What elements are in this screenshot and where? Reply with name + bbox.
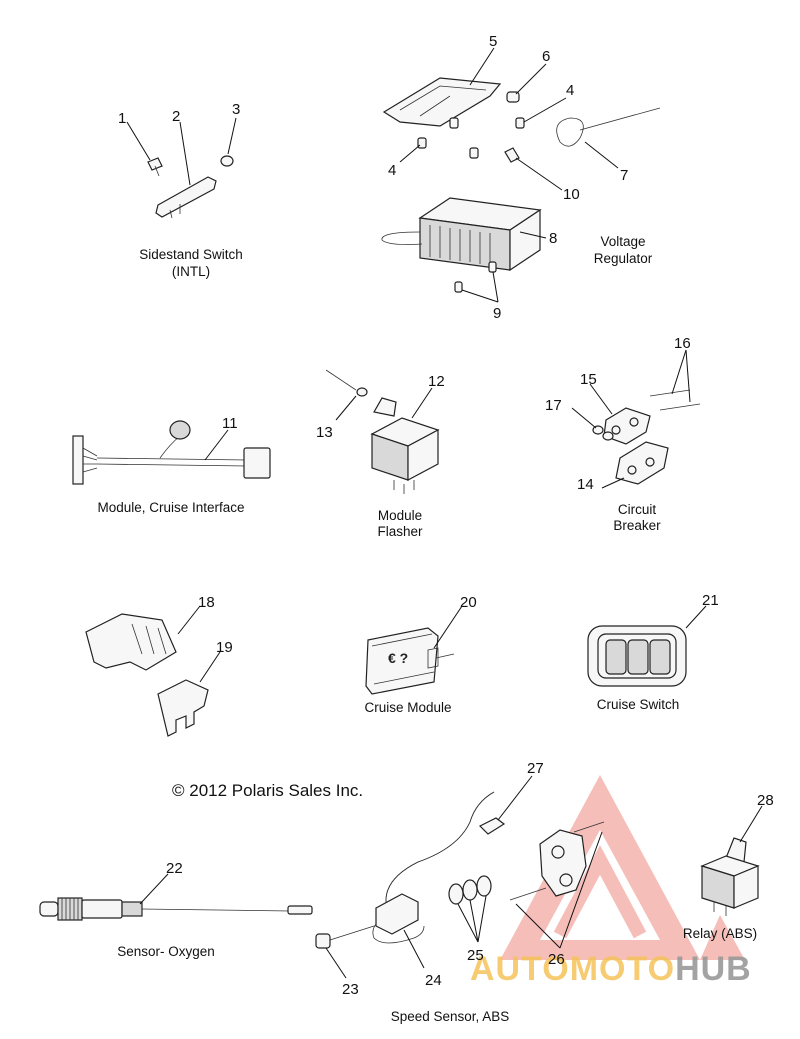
callout-19: 19 [216, 639, 233, 656]
washer-25b [462, 879, 478, 901]
callout-21: 21 [702, 592, 719, 609]
sidestand-switch [155, 176, 217, 218]
callout-25: 25 [467, 947, 484, 964]
cruise-switch-button-2 [627, 639, 649, 675]
connector-fuse-group: 18 19 [85, 594, 233, 737]
callout-13: 13 [316, 424, 333, 441]
circuit-breaker-group: 15 16 17 14 Circuit Breaker [545, 335, 701, 533]
callout-15: 15 [580, 371, 597, 388]
caption-breaker-1: Circuit [618, 502, 657, 517]
caption-cruise-switch: Cruise Switch [597, 697, 680, 712]
caption-cruise-module: Cruise Module [364, 700, 451, 715]
caption-breaker-2: Breaker [613, 518, 661, 533]
screw-10 [504, 147, 520, 163]
callout-16: 16 [674, 335, 691, 352]
watermark-text: AUTOMOTOHUB [470, 950, 752, 988]
caption-oxygen: Sensor- Oxygen [117, 944, 215, 959]
breaker-cover-14 [615, 441, 669, 485]
watermark-text-auto: AUTOMOTO [470, 950, 675, 988]
speed-sensor-body [375, 893, 419, 935]
callout-2: 2 [172, 108, 180, 125]
flasher-group: 12 13 Module Flasher [316, 369, 445, 539]
bracket-26 [539, 829, 587, 897]
watermark-text-hub: HUB [675, 950, 752, 988]
screw-4a [515, 117, 525, 129]
callout-10: 10 [563, 186, 580, 203]
copyright-notice: © 2012 Polaris Sales Inc. [172, 781, 363, 800]
caption-cruise-interface: Module, Cruise Interface [97, 500, 244, 515]
bolt-1 [147, 157, 163, 171]
clip-27 [478, 817, 506, 835]
caption-voltage-1: Voltage [600, 234, 645, 249]
cable-tie-7 [556, 107, 661, 147]
callout-12: 12 [428, 373, 445, 390]
cruise-switch-button-3 [649, 639, 671, 675]
caption-flasher-2: Flasher [377, 524, 423, 539]
sensor-plug [287, 905, 313, 915]
callout-17: 17 [545, 397, 562, 414]
caption-flasher-1: Module [378, 508, 422, 523]
caption-relay: Relay (ABS) [683, 926, 757, 941]
sensor-body [81, 899, 123, 919]
speed-sensor-group: 27 24 25 26 23 Speed Sensor, ABS [315, 760, 605, 1024]
interface-knob [169, 420, 191, 440]
interface-module [243, 447, 271, 479]
callout-20: 20 [460, 594, 477, 611]
callout-7: 7 [620, 167, 628, 184]
connector-18 [85, 613, 177, 671]
screw-4c [417, 137, 427, 149]
connector-left [72, 435, 84, 485]
relay-group: 28 Relay (ABS) [683, 792, 774, 941]
callout-11: 11 [222, 415, 238, 432]
cruise-interface-group: 11 Module, Cruise Interface [72, 415, 271, 515]
sidestand-switch-group: 1 2 3 Sidestand Switch (INTL) [118, 101, 243, 279]
flasher-tab [373, 397, 397, 417]
sensor-tip [39, 901, 59, 917]
fuse-19 [157, 679, 209, 737]
callout-24: 24 [425, 972, 442, 989]
callout-27: 27 [527, 760, 544, 777]
callout-28: 28 [757, 792, 774, 809]
cruise-module-group: € ? 20 Cruise Module [364, 594, 476, 715]
callout-14: 14 [577, 476, 594, 493]
callout-9: 9 [493, 305, 501, 322]
cruise-switch-group: 21 Cruise Switch [587, 592, 719, 712]
nut-17b [602, 431, 614, 441]
svg-text:€ ?: € ? [388, 650, 408, 666]
callout-4b: 4 [388, 162, 396, 179]
cruise-switch-button-1 [605, 639, 627, 675]
screw-4b [449, 117, 459, 129]
cap-3 [220, 155, 234, 167]
washer-25c [476, 875, 492, 897]
callout-1: 1 [118, 110, 126, 127]
callout-4a: 4 [566, 82, 574, 99]
callout-8: 8 [549, 230, 557, 247]
callout-6: 6 [542, 48, 550, 65]
bracket-5 [382, 77, 502, 127]
screw-4d [469, 147, 479, 159]
callout-3: 3 [232, 101, 240, 118]
caption-sidestand-2: (INTL) [172, 264, 210, 279]
pin-13 [325, 369, 357, 391]
callout-23: 23 [342, 981, 359, 998]
caption-voltage-2: Regulator [594, 251, 653, 266]
callout-26: 26 [548, 951, 565, 968]
caption-sidestand-1: Sidestand Switch [139, 247, 243, 262]
caption-speed-sensor: Speed Sensor, ABS [391, 1009, 510, 1024]
nut-6 [506, 91, 520, 103]
voltage-regulator-group: 5 6 4 4 7 10 8 9 Voltage Regulator [381, 33, 661, 322]
bolt-23 [315, 933, 331, 949]
callout-22: 22 [166, 860, 183, 877]
callout-5: 5 [489, 33, 497, 50]
washer-25a [448, 883, 464, 905]
screws-16 [649, 389, 701, 411]
callout-18: 18 [198, 594, 215, 611]
cruise-module-body [365, 627, 439, 695]
oxygen-sensor-group: 22 Sensor- Oxygen [39, 860, 313, 959]
